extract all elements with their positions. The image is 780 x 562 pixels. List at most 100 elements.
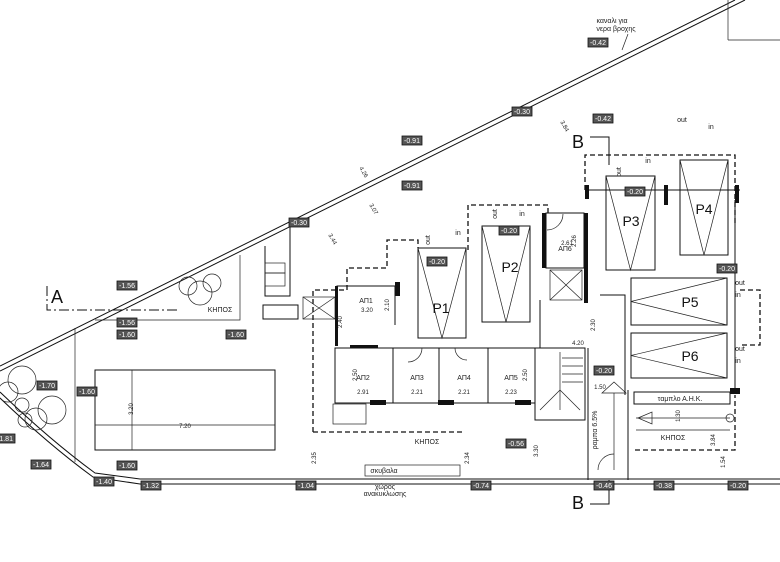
level-value: -1.64	[33, 462, 49, 469]
level-value: -1.60	[119, 463, 135, 470]
pipe-label-in: in	[519, 211, 525, 218]
parking-label: P2	[501, 259, 518, 275]
level-tag: -0.42	[592, 113, 614, 124]
storage-room-label: ΑΠ1	[359, 298, 373, 305]
waste-storage	[364, 464, 461, 477]
level-tag: -1.64	[30, 459, 52, 470]
south-boundary-wall	[0, 391, 780, 485]
level-value: -0.20	[627, 189, 643, 196]
level-tag: -1.60	[116, 460, 138, 471]
level-tag: -0.20	[426, 256, 448, 267]
pipe-label-out: out	[735, 346, 745, 353]
note-waste: σκυβαλα	[370, 468, 397, 475]
dimension-label: 3.20	[129, 403, 135, 415]
storage-room-label: ΑΠ3	[410, 375, 424, 382]
pipe-label-in: in	[708, 124, 714, 131]
section-marker-label: B	[572, 493, 584, 513]
storage-room-label: ΑΠ4	[457, 375, 471, 382]
dimension-label: 7.20	[179, 424, 191, 430]
service-block	[262, 220, 336, 320]
level-value: -1.04	[298, 483, 314, 490]
pipe-label-in: in	[455, 230, 461, 237]
level-value: -0.91	[404, 183, 420, 190]
pipe-in: in	[735, 292, 741, 299]
dimension-label: 2.10	[385, 299, 391, 311]
level-value: -0.20	[501, 228, 517, 235]
pipe-out: out	[735, 346, 745, 353]
pipe-out: out	[425, 235, 432, 245]
dimension-label: 1.50	[594, 385, 606, 391]
garden-label: ΚΗΠΟΣ	[208, 307, 233, 314]
level-tag: -0.56	[505, 438, 527, 449]
parking-space-p4: P4	[679, 159, 729, 256]
level-value: -1.70	[39, 383, 55, 390]
dimension-label: 2.21	[458, 390, 470, 396]
trees	[0, 273, 222, 431]
dimension-label: 2.91	[357, 390, 369, 396]
level-tag: -0.20	[593, 365, 615, 376]
dimension-label: 2.35	[312, 452, 318, 464]
level-value: -0.30	[514, 109, 530, 116]
parking-block-outline	[539, 185, 740, 431]
storage-room-label: ΑΠ2	[356, 375, 370, 382]
note-rain-channel-2: νερα βροχης	[596, 26, 636, 33]
level-tag: -0.38	[653, 480, 675, 491]
dimension-label: 3.07	[367, 203, 378, 217]
pipe-in: in	[519, 211, 525, 218]
level-value: -1.32	[143, 483, 159, 490]
staircase	[332, 347, 586, 425]
level-tag: -0.42	[587, 37, 609, 48]
level-tag: -1.56	[116, 280, 138, 291]
pipe-out: out	[616, 167, 623, 177]
dimension-label: 3.84	[711, 434, 717, 446]
garden-area-left	[74, 255, 241, 462]
dimension-label: 2.50	[523, 369, 529, 381]
level-tag: -0.20	[498, 225, 520, 236]
dimension-label: 3.84	[558, 120, 569, 134]
garden-label: ΚΗΠΟΣ	[661, 435, 686, 442]
pipe-in: in	[455, 230, 461, 237]
pipe-label-out: out	[425, 235, 432, 245]
dimension-label: 2.30	[591, 319, 597, 331]
level-value: -0.20	[596, 368, 612, 375]
level-value: -0.91	[404, 138, 420, 145]
level-value: -0.46	[596, 483, 612, 490]
pipe-label-in: in	[735, 292, 741, 299]
level-value: -0.42	[590, 40, 606, 47]
dimension-label: 2.23	[505, 390, 517, 396]
parking-label: P6	[681, 348, 698, 364]
dimension-label: 2.21	[411, 390, 423, 396]
pipe-out: out	[677, 117, 687, 124]
level-tag: -0.20	[624, 186, 646, 197]
parking-space-p3: P3	[605, 175, 656, 272]
leader-line	[621, 33, 629, 51]
pipe-out: out	[492, 209, 499, 219]
level-tag: -1.60	[76, 386, 98, 397]
level-tag: -0.20	[716, 263, 738, 274]
level-value: -0.38	[656, 483, 672, 490]
level-value: -0.20	[730, 483, 746, 490]
level-tag: -0.74	[470, 480, 492, 491]
dimension-label: 4.26	[357, 166, 368, 180]
level-value: -1.60	[79, 389, 95, 396]
level-value: -0.20	[719, 266, 735, 273]
level-value: -1.56	[119, 283, 135, 290]
parking-space-p1: P1	[417, 247, 467, 340]
storage-room-label: ΑΠ5	[504, 375, 518, 382]
level-value: -0.42	[595, 116, 611, 123]
pipe-label-in: in	[645, 158, 651, 165]
parking-label: P3	[622, 213, 639, 229]
level-tag: -0.30	[511, 106, 533, 117]
level-tag: -1.60	[116, 329, 138, 340]
pool	[94, 369, 276, 451]
level-tag: -1.81	[0, 433, 16, 444]
dimension-label: 2.40	[338, 316, 344, 328]
ramp	[587, 348, 629, 480]
level-tag: -0.20	[727, 480, 749, 491]
level-tag: -1.04	[295, 480, 317, 491]
level-tag: -0.91	[401, 135, 423, 146]
garden-label: ΚΗΠΟΣ	[415, 439, 440, 446]
section-marker-label: A	[51, 287, 63, 307]
level-tag: -0.46	[593, 480, 615, 491]
level-value: -0.30	[291, 220, 307, 227]
